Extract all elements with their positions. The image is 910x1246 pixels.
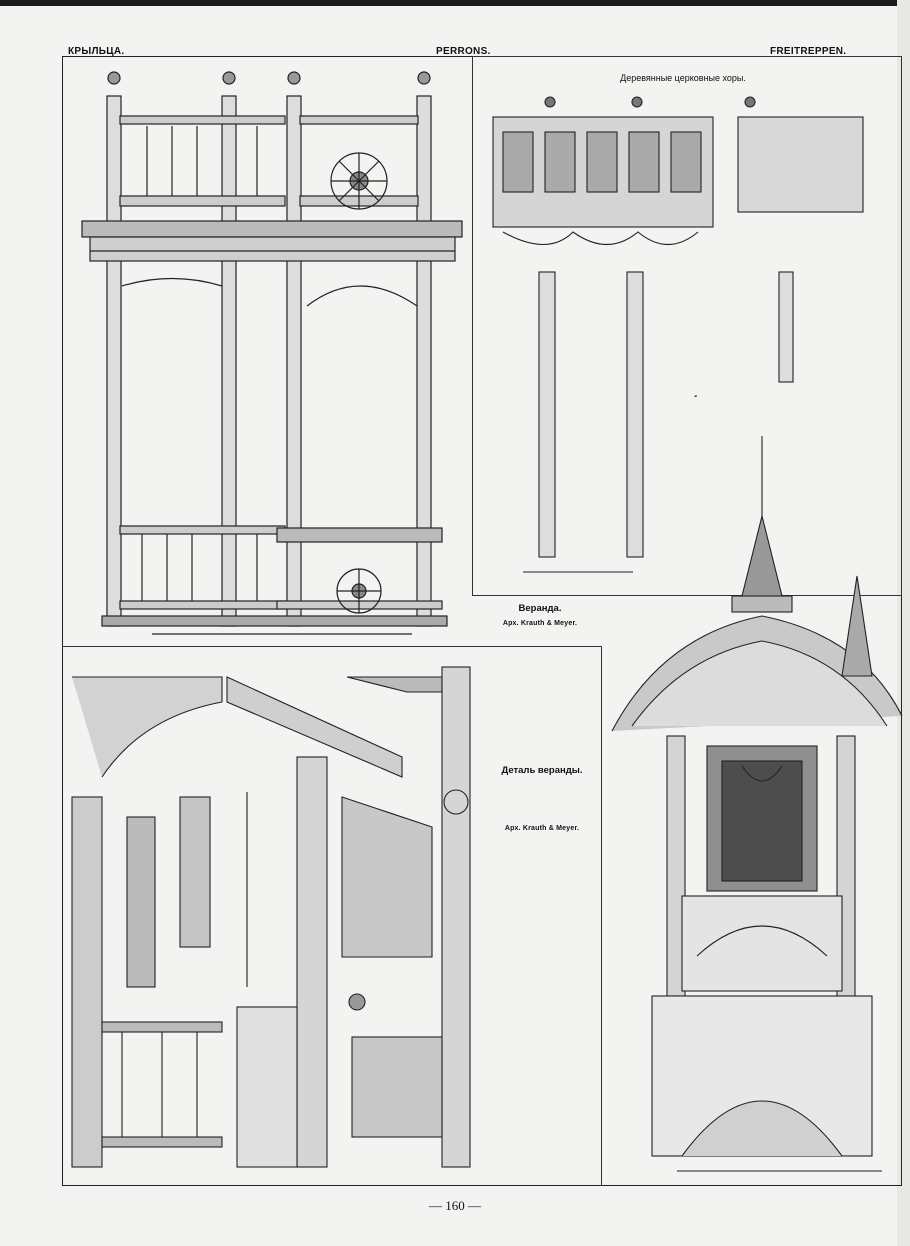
page-right-edge bbox=[897, 0, 910, 1246]
veranda-detail-drawing bbox=[71, 666, 471, 1168]
detail-architect: Арх. Krauth & Meyer. bbox=[504, 825, 580, 832]
veranda-title: Веранда. bbox=[518, 603, 562, 614]
detail-title: Деталь веранды. bbox=[501, 765, 583, 776]
porch-turret-panel bbox=[602, 395, 903, 1186]
header-right-title: FREITREPPEN. bbox=[770, 46, 847, 57]
church-choir-drawing bbox=[492, 96, 864, 573]
veranda-architect: Арх. Krauth & Meyer. bbox=[502, 620, 578, 627]
page-top-edge bbox=[0, 0, 910, 6]
veranda-detail-panel: Деталь веранды. Арх. Krauth & Meyer. bbox=[62, 646, 602, 1186]
header-left-title: КРЫЛЬЦА. bbox=[68, 46, 125, 57]
page-number: — 160 — bbox=[429, 1198, 481, 1213]
choir-title: Деревянные церковные хоры. bbox=[620, 73, 746, 83]
veranda-elevation-panel bbox=[62, 56, 602, 646]
porch-turret-drawing bbox=[611, 395, 903, 1172]
church-choir-panel: Деревянные церковные хоры. bbox=[472, 56, 902, 596]
header-center-title: PERRONS. bbox=[436, 46, 491, 57]
veranda-elevation-drawing bbox=[81, 71, 463, 635]
